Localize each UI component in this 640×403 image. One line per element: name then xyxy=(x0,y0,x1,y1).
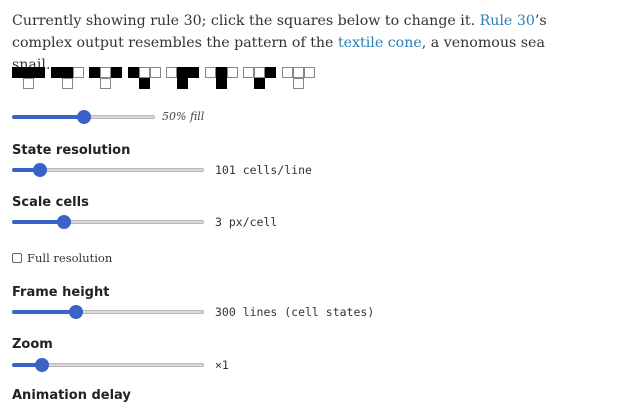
animation-delay-label: Animation delay xyxy=(12,388,131,403)
zoom-thumb[interactable] xyxy=(35,358,50,372)
rule-neighborhood-cell xyxy=(254,67,265,78)
fill-slider-fill xyxy=(12,115,84,119)
full-resolution-checkbox[interactable] xyxy=(12,253,22,263)
scale-cells-readout: 3 px/cell xyxy=(215,215,278,229)
rule-pattern-7[interactable] xyxy=(282,67,318,91)
rule-neighborhood-cell xyxy=(12,67,23,78)
scale-cells-thumb[interactable] xyxy=(56,215,71,229)
scale-cells-slider[interactable] xyxy=(12,215,204,229)
fill-slider-thumb[interactable] xyxy=(76,110,91,124)
rule-neighborhood-cell xyxy=(128,67,139,78)
scale-cells-fill xyxy=(12,220,64,224)
state-resolution-slider[interactable] xyxy=(12,163,204,177)
rule-neighborhood-cell xyxy=(205,67,216,78)
rule-output-cell[interactable] xyxy=(23,78,34,89)
zoom-slider[interactable] xyxy=(12,358,204,372)
rule-output-cell[interactable] xyxy=(177,78,188,89)
rule-neighborhood-cell xyxy=(150,67,161,78)
rule-30-link[interactable]: Rule 30 xyxy=(479,13,535,29)
rule-neighborhood-cell xyxy=(73,67,84,78)
rule-neighborhood-cell xyxy=(62,67,73,78)
rule-pattern-5[interactable] xyxy=(205,67,241,91)
rule-pattern-1[interactable] xyxy=(51,67,87,91)
rule-pattern-6[interactable] xyxy=(243,67,279,91)
rule-output-cell[interactable] xyxy=(139,78,150,89)
frame-height-slider[interactable] xyxy=(12,305,204,319)
zoom-readout: ×1 xyxy=(215,358,229,372)
rule-neighborhood-cell xyxy=(188,67,199,78)
frame-height-label: Frame height xyxy=(12,285,110,300)
rule-neighborhood-cell xyxy=(100,67,111,78)
rule-neighborhood-cell xyxy=(282,67,293,78)
rule-pattern-0[interactable] xyxy=(12,67,48,91)
zoom-fill xyxy=(12,363,43,367)
state-resolution-thumb[interactable] xyxy=(33,163,48,177)
rule-neighborhood-cell xyxy=(265,67,276,78)
state-resolution-label: State resolution xyxy=(12,143,131,158)
rule-neighborhood-cell xyxy=(111,67,122,78)
rule-neighborhood-cell xyxy=(51,67,62,78)
rule-neighborhood-cell xyxy=(216,67,227,78)
rule-neighborhood-cell xyxy=(166,67,177,78)
rule-output-cell[interactable] xyxy=(293,78,304,89)
full-resolution-label[interactable]: Full resolution xyxy=(27,251,113,265)
rule-neighborhood-cell xyxy=(34,67,45,78)
rule-neighborhood-cell xyxy=(23,67,34,78)
zoom-label: Zoom xyxy=(12,337,53,352)
rule-neighborhood-cell xyxy=(293,67,304,78)
intro-text-2: ’s complex output resembles the pattern … xyxy=(12,13,547,51)
textile-cone-link[interactable]: textile cone xyxy=(337,35,422,51)
rule-output-cell[interactable] xyxy=(100,78,111,89)
state-resolution-readout: 101 cells/line xyxy=(215,163,312,177)
scale-cells-label: Scale cells xyxy=(12,195,89,210)
rule-output-cell[interactable] xyxy=(254,78,265,89)
rule-neighborhood-cell xyxy=(89,67,100,78)
rule-neighborhood-cell xyxy=(304,67,315,78)
frame-height-fill xyxy=(12,310,76,314)
frame-height-thumb[interactable] xyxy=(68,305,83,319)
rule-pattern-2[interactable] xyxy=(89,67,125,91)
frame-height-readout: 300 lines (cell states) xyxy=(215,305,375,319)
intro-text-1: Currently showing rule 30; click the squ… xyxy=(12,13,480,29)
rule-neighborhood-cell xyxy=(177,67,188,78)
rule-pattern-3[interactable] xyxy=(128,67,164,91)
state-resolution-fill xyxy=(12,168,41,172)
rule-neighborhood-cell xyxy=(139,67,150,78)
rule-output-cell[interactable] xyxy=(216,78,227,89)
rule-neighborhood-cell xyxy=(243,67,254,78)
fill-slider[interactable] xyxy=(12,110,155,124)
fill-readout: 50% fill xyxy=(162,110,205,123)
rule-output-cell[interactable] xyxy=(62,78,73,89)
rule-pattern-4[interactable] xyxy=(166,67,202,91)
rule-neighborhood-cell xyxy=(227,67,238,78)
